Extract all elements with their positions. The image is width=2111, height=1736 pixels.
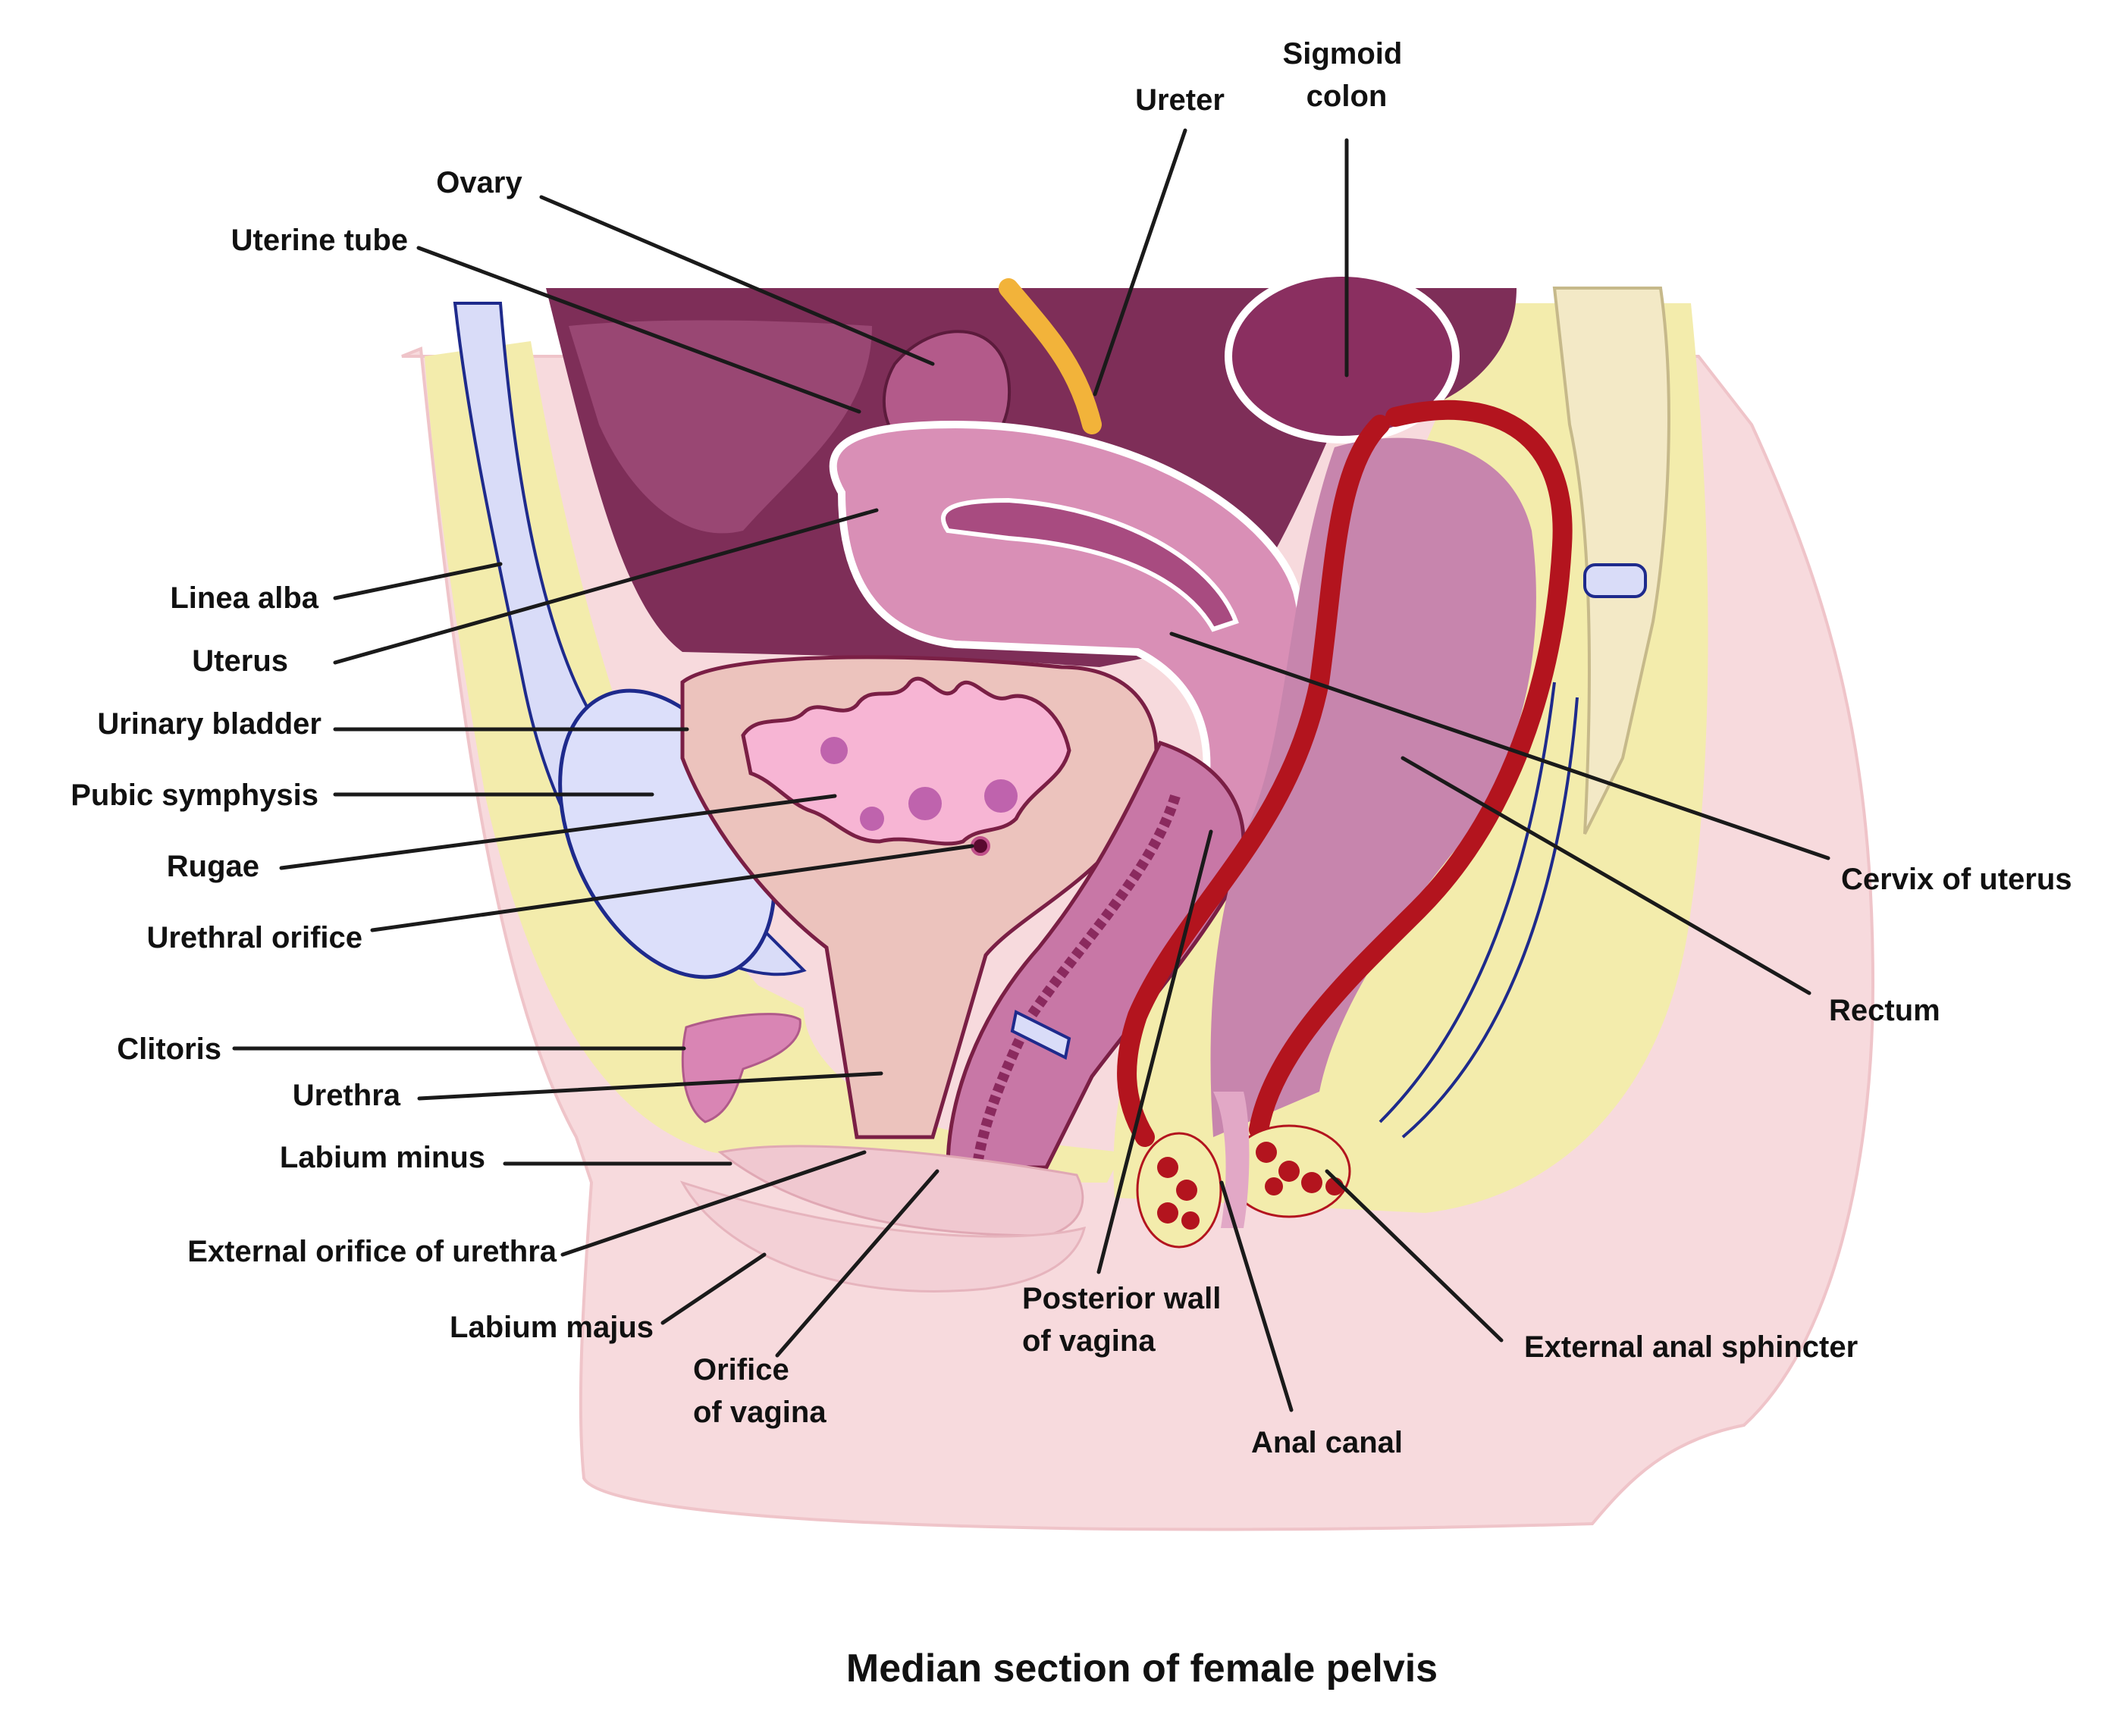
pelvic-floor-line (1401, 697, 1579, 1139)
label-anal-canal: Anal canal (1251, 1426, 1403, 1459)
labels: Sigmoid colon Ureter Ovary Uterine tube … (71, 37, 2072, 1459)
label-clitoris: Clitoris (117, 1033, 221, 1066)
figure-title: Median section of female pelvis (846, 1647, 1438, 1691)
leader-anal-canal (1219, 1180, 1294, 1412)
label-pubic-symphysis: Pubic symphysis (71, 779, 318, 812)
rugae-fold (908, 787, 942, 820)
label-sigmoid-colon: Sigmoid colon (1283, 37, 1411, 113)
leader-orifice-of-vagina (775, 1169, 939, 1358)
ureter-shape (999, 278, 1102, 434)
uterine-cavity (941, 497, 1239, 632)
leader-urethra (417, 1071, 883, 1101)
label-orifice-of-vagina: Orifice of vagina (693, 1353, 827, 1429)
rugae-fold (860, 807, 884, 831)
leader-uterus (333, 508, 879, 665)
leader-rugae (279, 794, 837, 870)
rugae-fold (820, 737, 848, 764)
label-cervix-of-uterus: Cervix of uterus (1841, 863, 2072, 896)
sigmoid-colon-shape (1225, 269, 1460, 443)
label-external-orifice-of-urethra: External orifice of urethra (187, 1235, 557, 1268)
labium-majus-shape (679, 1180, 1087, 1293)
label-urinary-bladder: Urinary bladder (97, 707, 322, 741)
label-linea-alba: Linea alba (170, 581, 318, 615)
leader-lines (232, 128, 1830, 1412)
leader-ureter (1093, 128, 1187, 396)
label-labium-majus: Labium majus (450, 1311, 654, 1344)
label-labium-minus: Labium minus (280, 1141, 485, 1174)
label-ovary: Ovary (436, 166, 522, 199)
rectal-wall-anterior (1117, 415, 1390, 1147)
label-rectum: Rectum (1829, 994, 1940, 1027)
urethral-orifice-dot (971, 836, 990, 856)
leader-urethral-orifice (370, 844, 974, 932)
rectum-shape (1210, 437, 1536, 1137)
leader-posterior-wall-of-vagina (1096, 829, 1213, 1274)
leader-ovary (539, 195, 935, 366)
clitoris-shape (681, 1013, 801, 1123)
leader-rectum (1401, 756, 1811, 995)
label-uterus: Uterus (192, 644, 288, 678)
fat-anterior (425, 341, 1122, 1183)
leader-linea-alba (333, 562, 503, 600)
label-posterior-wall-of-vagina: Posterior wall of vagina (1022, 1282, 1229, 1358)
leader-uterine-tube (416, 246, 861, 414)
perineal-membrane (1010, 1010, 1071, 1060)
vaginal-rugae (973, 794, 1181, 1161)
leader-external-orifice-of-urethra (560, 1150, 867, 1257)
label-urethra: Urethra (293, 1079, 401, 1112)
label-external-anal-sphincter: External anal sphincter (1524, 1330, 1858, 1364)
label-uterine-tube: Uterine tube (231, 224, 408, 257)
leader-labium-majus (660, 1252, 767, 1325)
label-ureter: Ureter (1135, 83, 1225, 117)
anal-canal-shape (1213, 1092, 1250, 1228)
intervertebral-disc (1583, 563, 1647, 598)
broad-ligament (569, 320, 872, 534)
rugae-fold (984, 779, 1018, 813)
leader-external-anal-sphincter (1325, 1169, 1504, 1343)
label-urethral-orifice: Urethral orifice (146, 921, 362, 954)
leader-cervix-of-uterus (1169, 631, 1830, 860)
label-rugae: Rugae (167, 850, 259, 883)
sacrum (1552, 287, 1670, 835)
rectal-wall-posterior (1249, 400, 1573, 1139)
